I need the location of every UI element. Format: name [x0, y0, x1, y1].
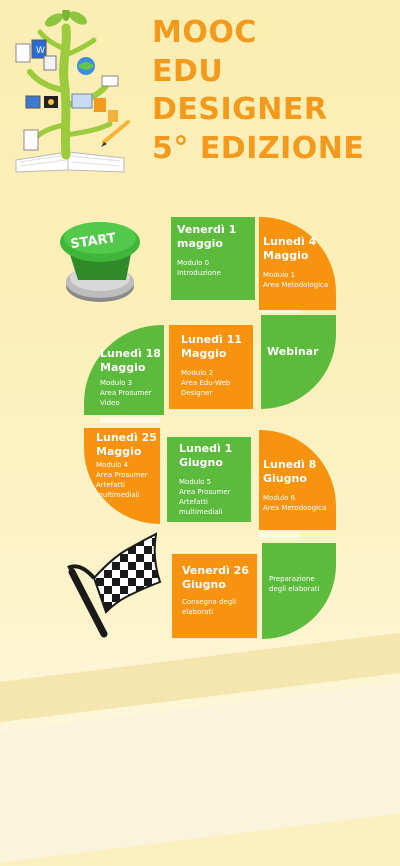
step-desc-3: Artefatti: [96, 481, 125, 489]
step-desc: Modulo 2: [181, 369, 214, 377]
knowledge-tree-icon: W: [15, 10, 130, 173]
step-desc-2: Area Edu-Web: [181, 379, 231, 387]
step-lunedi-11-maggio: Lunedì 11 Maggio Modulo 2 Area Edu-Web D…: [169, 325, 253, 409]
step-desc: Modulo 6: [263, 494, 296, 502]
step-date: Webinar: [267, 345, 319, 358]
step-lunedi-1-giugno: Lunedì 1 Giugno Modulo 5 Area Prosumer A…: [167, 437, 251, 522]
step-date: Lunedì 8: [263, 458, 317, 471]
step-date-2: maggio: [177, 237, 223, 250]
step-date: Lunedì 25: [96, 431, 157, 444]
step-desc: Modulo 5: [179, 478, 212, 486]
step-desc-2: Area Metodoogica: [263, 504, 327, 512]
step-date: Lunedì 18: [100, 347, 161, 360]
step-desc-2: Introduzione: [177, 269, 221, 277]
title-line-1: MOOC: [152, 15, 257, 50]
step-date-2: Giugno: [179, 456, 223, 469]
step-date: Venerdì 1: [177, 223, 237, 236]
start-label: START: [70, 231, 117, 252]
checkered-flag-icon: [67, 532, 162, 638]
step-desc: Consegna degli: [182, 598, 237, 606]
step-desc-2: Area Prosumer: [96, 471, 148, 479]
step-desc: Preparazione: [269, 575, 315, 583]
title-line-4: 5° EDIZIONE: [152, 130, 365, 166]
step-date: Lunedì 1: [179, 442, 233, 455]
title-line-2: EDU: [152, 53, 224, 89]
step-date-2: Maggio: [100, 361, 146, 374]
step-venerdi-26-giugno: Venerdì 26 Giugno Consegna degli elabora…: [172, 554, 257, 638]
step-desc-2: degli elaborati: [269, 585, 320, 593]
step-desc: Modulo 4: [96, 461, 129, 469]
step-date-2: Maggio: [263, 249, 309, 262]
step-desc-2: Area Prosumer: [179, 488, 231, 496]
page-title: MOOC EDU DESIGNER 5° EDIZIONE: [152, 14, 392, 168]
step-desc-4: multimediali: [96, 491, 140, 499]
step-desc-3: Video: [100, 399, 120, 407]
step-desc: Modulo 1: [263, 271, 296, 279]
step-date-2: Giugno: [263, 472, 307, 485]
step-desc-2: elaborati: [182, 608, 214, 616]
step-date: Lunedì 4: [263, 235, 317, 248]
step-date-2: Maggio: [96, 445, 142, 458]
step-date-2: Maggio: [181, 347, 227, 360]
timeline-path: [100, 307, 300, 538]
step-desc: Modulo 3: [100, 379, 133, 387]
step-date-2: Giugno: [182, 578, 226, 591]
step-desc: Modulo 0: [177, 259, 210, 267]
step-desc-3: Designer: [181, 389, 213, 397]
svg-text:W: W: [36, 46, 45, 56]
step-date: Venerdì 26: [182, 564, 249, 577]
start-button-icon: START: [60, 222, 140, 302]
step-desc-3: Artefatti: [179, 498, 208, 506]
step-lunedi-25-maggio: Lunedì 25 Maggio Modulo 4 Area Prosumer …: [84, 428, 160, 524]
step-date: Lunedì 11: [181, 333, 242, 346]
step-venerdi-1-maggio: Venerdì 1 maggio Modulo 0 Introduzione: [171, 217, 255, 300]
step-desc-2: Area Metodologica: [263, 281, 329, 289]
step-desc-2: Area Prosumer: [100, 389, 152, 397]
title-line-3: DESIGNER: [152, 92, 328, 127]
step-desc-4: multimediali: [179, 508, 223, 516]
